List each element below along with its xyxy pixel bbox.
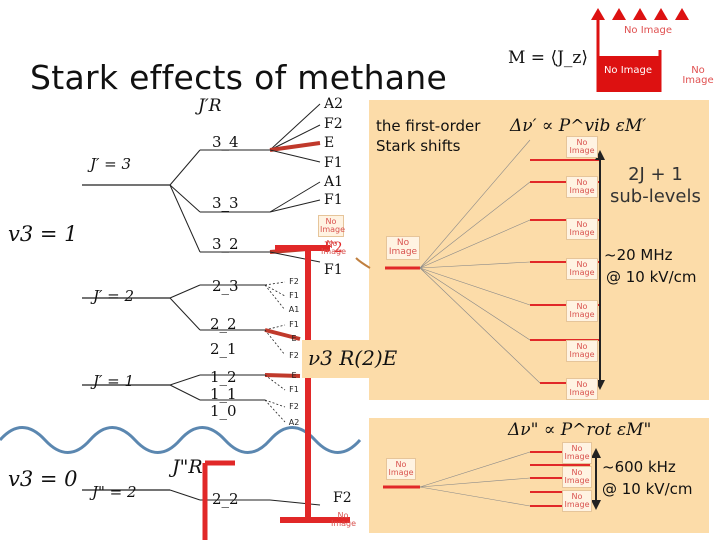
no-image-icon: No Image	[566, 136, 598, 158]
sym-label: A1	[288, 305, 300, 314]
level-label: 2_2	[210, 315, 237, 333]
upper-shift-panel	[369, 100, 709, 400]
level-label: 3_4	[212, 133, 239, 151]
no-image-icon: No Image	[562, 442, 592, 464]
no-image-icon: No Image	[682, 65, 714, 86]
sym-label: A2	[288, 418, 300, 427]
top-right-arrows	[591, 8, 689, 92]
J-upper-1: J′ = 1	[93, 372, 135, 390]
R-upper-label: J′R	[198, 96, 222, 116]
sym-label: F1	[289, 320, 299, 329]
no-image-icon: No Image	[321, 239, 347, 256]
sym-label: F1	[324, 262, 343, 278]
wave-line	[0, 426, 362, 454]
formula-m: M = ⟨J_z⟩	[508, 48, 588, 68]
sym-label: F2	[289, 402, 299, 411]
no-image-icon: No Image	[331, 511, 357, 528]
sym-label: F1	[324, 155, 343, 171]
level-label: 1_2	[210, 368, 237, 386]
v3-upper-label: v3 = 1	[8, 222, 78, 246]
sym-label: F2	[289, 351, 299, 360]
sym-label: A1	[324, 174, 344, 190]
transition-label-box: ν3 R(2)E	[302, 340, 402, 378]
no-image-icon: No Image	[566, 378, 598, 400]
delta-lower-formula: Δν" ∝ P^rot εM"	[508, 420, 652, 440]
level-label: 2_2	[212, 490, 239, 508]
no-image-icon: No Image	[566, 258, 598, 280]
transition-label: ν3 R(2)E	[308, 346, 398, 370]
J-upper-2: J′ = 2	[93, 287, 135, 305]
no-image-icon: No Image	[566, 218, 598, 240]
no-image-icon: No Image	[318, 215, 345, 237]
R-lower-label: J"R	[172, 456, 203, 478]
shift-upper-field: @ 10 kV/cm	[606, 268, 697, 286]
level-label: 1_0	[210, 402, 237, 420]
no-image-icon: No Image	[566, 176, 598, 198]
sym-label: E	[291, 334, 297, 343]
J-lower-2: J" = 2	[92, 483, 137, 501]
lower-shift-panel	[369, 418, 709, 533]
no-image-icon: No Image	[603, 65, 653, 76]
delta-upper-formula: Δν′ ∝ P^vib εM′	[510, 116, 647, 136]
shift-upper-value: ~20 MHz	[604, 246, 673, 264]
page-title: Stark effects of methane	[30, 58, 448, 97]
sym-label: E	[324, 135, 335, 151]
level-label: 2_3	[212, 277, 239, 295]
sym-label: F1	[289, 291, 299, 300]
first-order-text: the first-order Stark shifts	[376, 117, 481, 155]
no-image-icon: No Image	[562, 490, 592, 512]
v3-lower-label: v3 = 0	[8, 467, 78, 491]
J-upper-3: J′ = 3	[90, 155, 132, 173]
shift-lower-value: ~600 kHz	[602, 458, 676, 476]
sublevels-text: 2J + 1 sub-levels	[610, 164, 701, 207]
no-image-icon: No Image	[386, 236, 420, 260]
sym-label: E	[291, 371, 297, 380]
no-image-icon: No Image	[562, 466, 592, 488]
no-image-icon: No Image	[566, 300, 598, 322]
sym-label: F1	[324, 192, 343, 208]
no-image-icon: No Image	[623, 25, 673, 36]
no-image-icon: No Image	[566, 340, 598, 362]
level-label: 3_3	[212, 194, 239, 212]
sym-label: F2	[324, 116, 343, 132]
level-label: 3_2	[212, 235, 239, 253]
level-label: 1_1	[210, 385, 237, 403]
sym-label: A2	[324, 96, 344, 112]
sym-label: F1	[289, 385, 299, 394]
sym-label: F2	[333, 490, 352, 506]
shift-lower-field: @ 10 kV/cm	[602, 480, 693, 498]
sym-label: F2	[289, 277, 299, 286]
level-label: 2_1	[210, 340, 237, 358]
no-image-icon: No Image	[386, 458, 416, 480]
sym-label: F2	[324, 240, 343, 256]
